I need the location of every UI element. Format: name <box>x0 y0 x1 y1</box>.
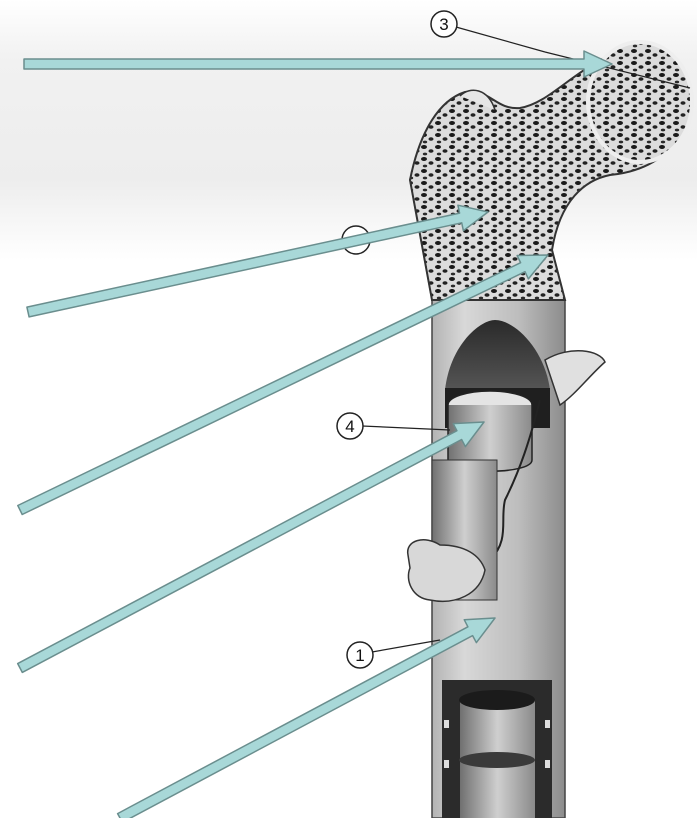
spongy-bone-head <box>410 42 692 300</box>
label-1: 1 <box>355 646 364 665</box>
arrow-to-head <box>24 51 612 77</box>
inner-cylinder <box>408 460 497 601</box>
arrow-to-spongy-bone <box>27 205 488 317</box>
label-4: 4 <box>345 417 354 436</box>
label-3: 3 <box>439 15 448 34</box>
lower-canal <box>442 680 552 818</box>
